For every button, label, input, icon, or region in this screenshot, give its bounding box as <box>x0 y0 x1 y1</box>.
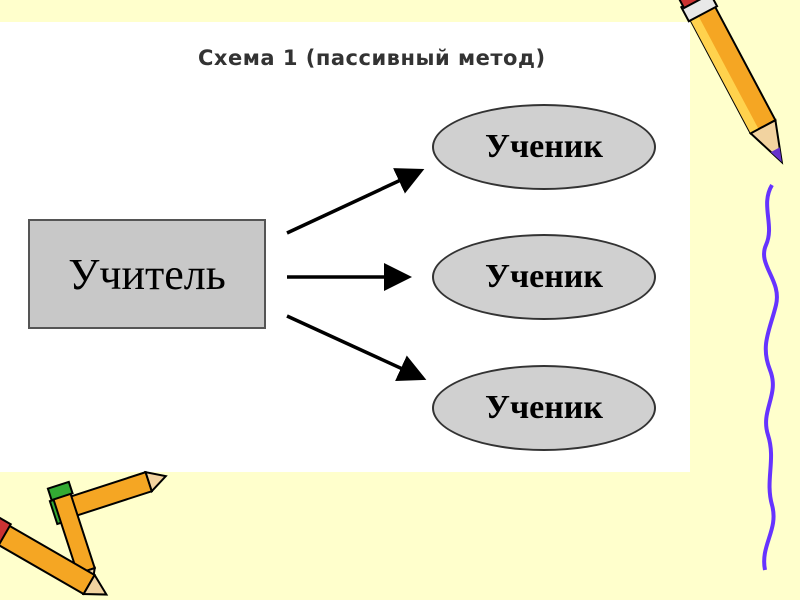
wavy-line-decoration <box>764 185 777 570</box>
pencil-icon <box>676 0 796 170</box>
crayons-icon <box>0 465 170 600</box>
